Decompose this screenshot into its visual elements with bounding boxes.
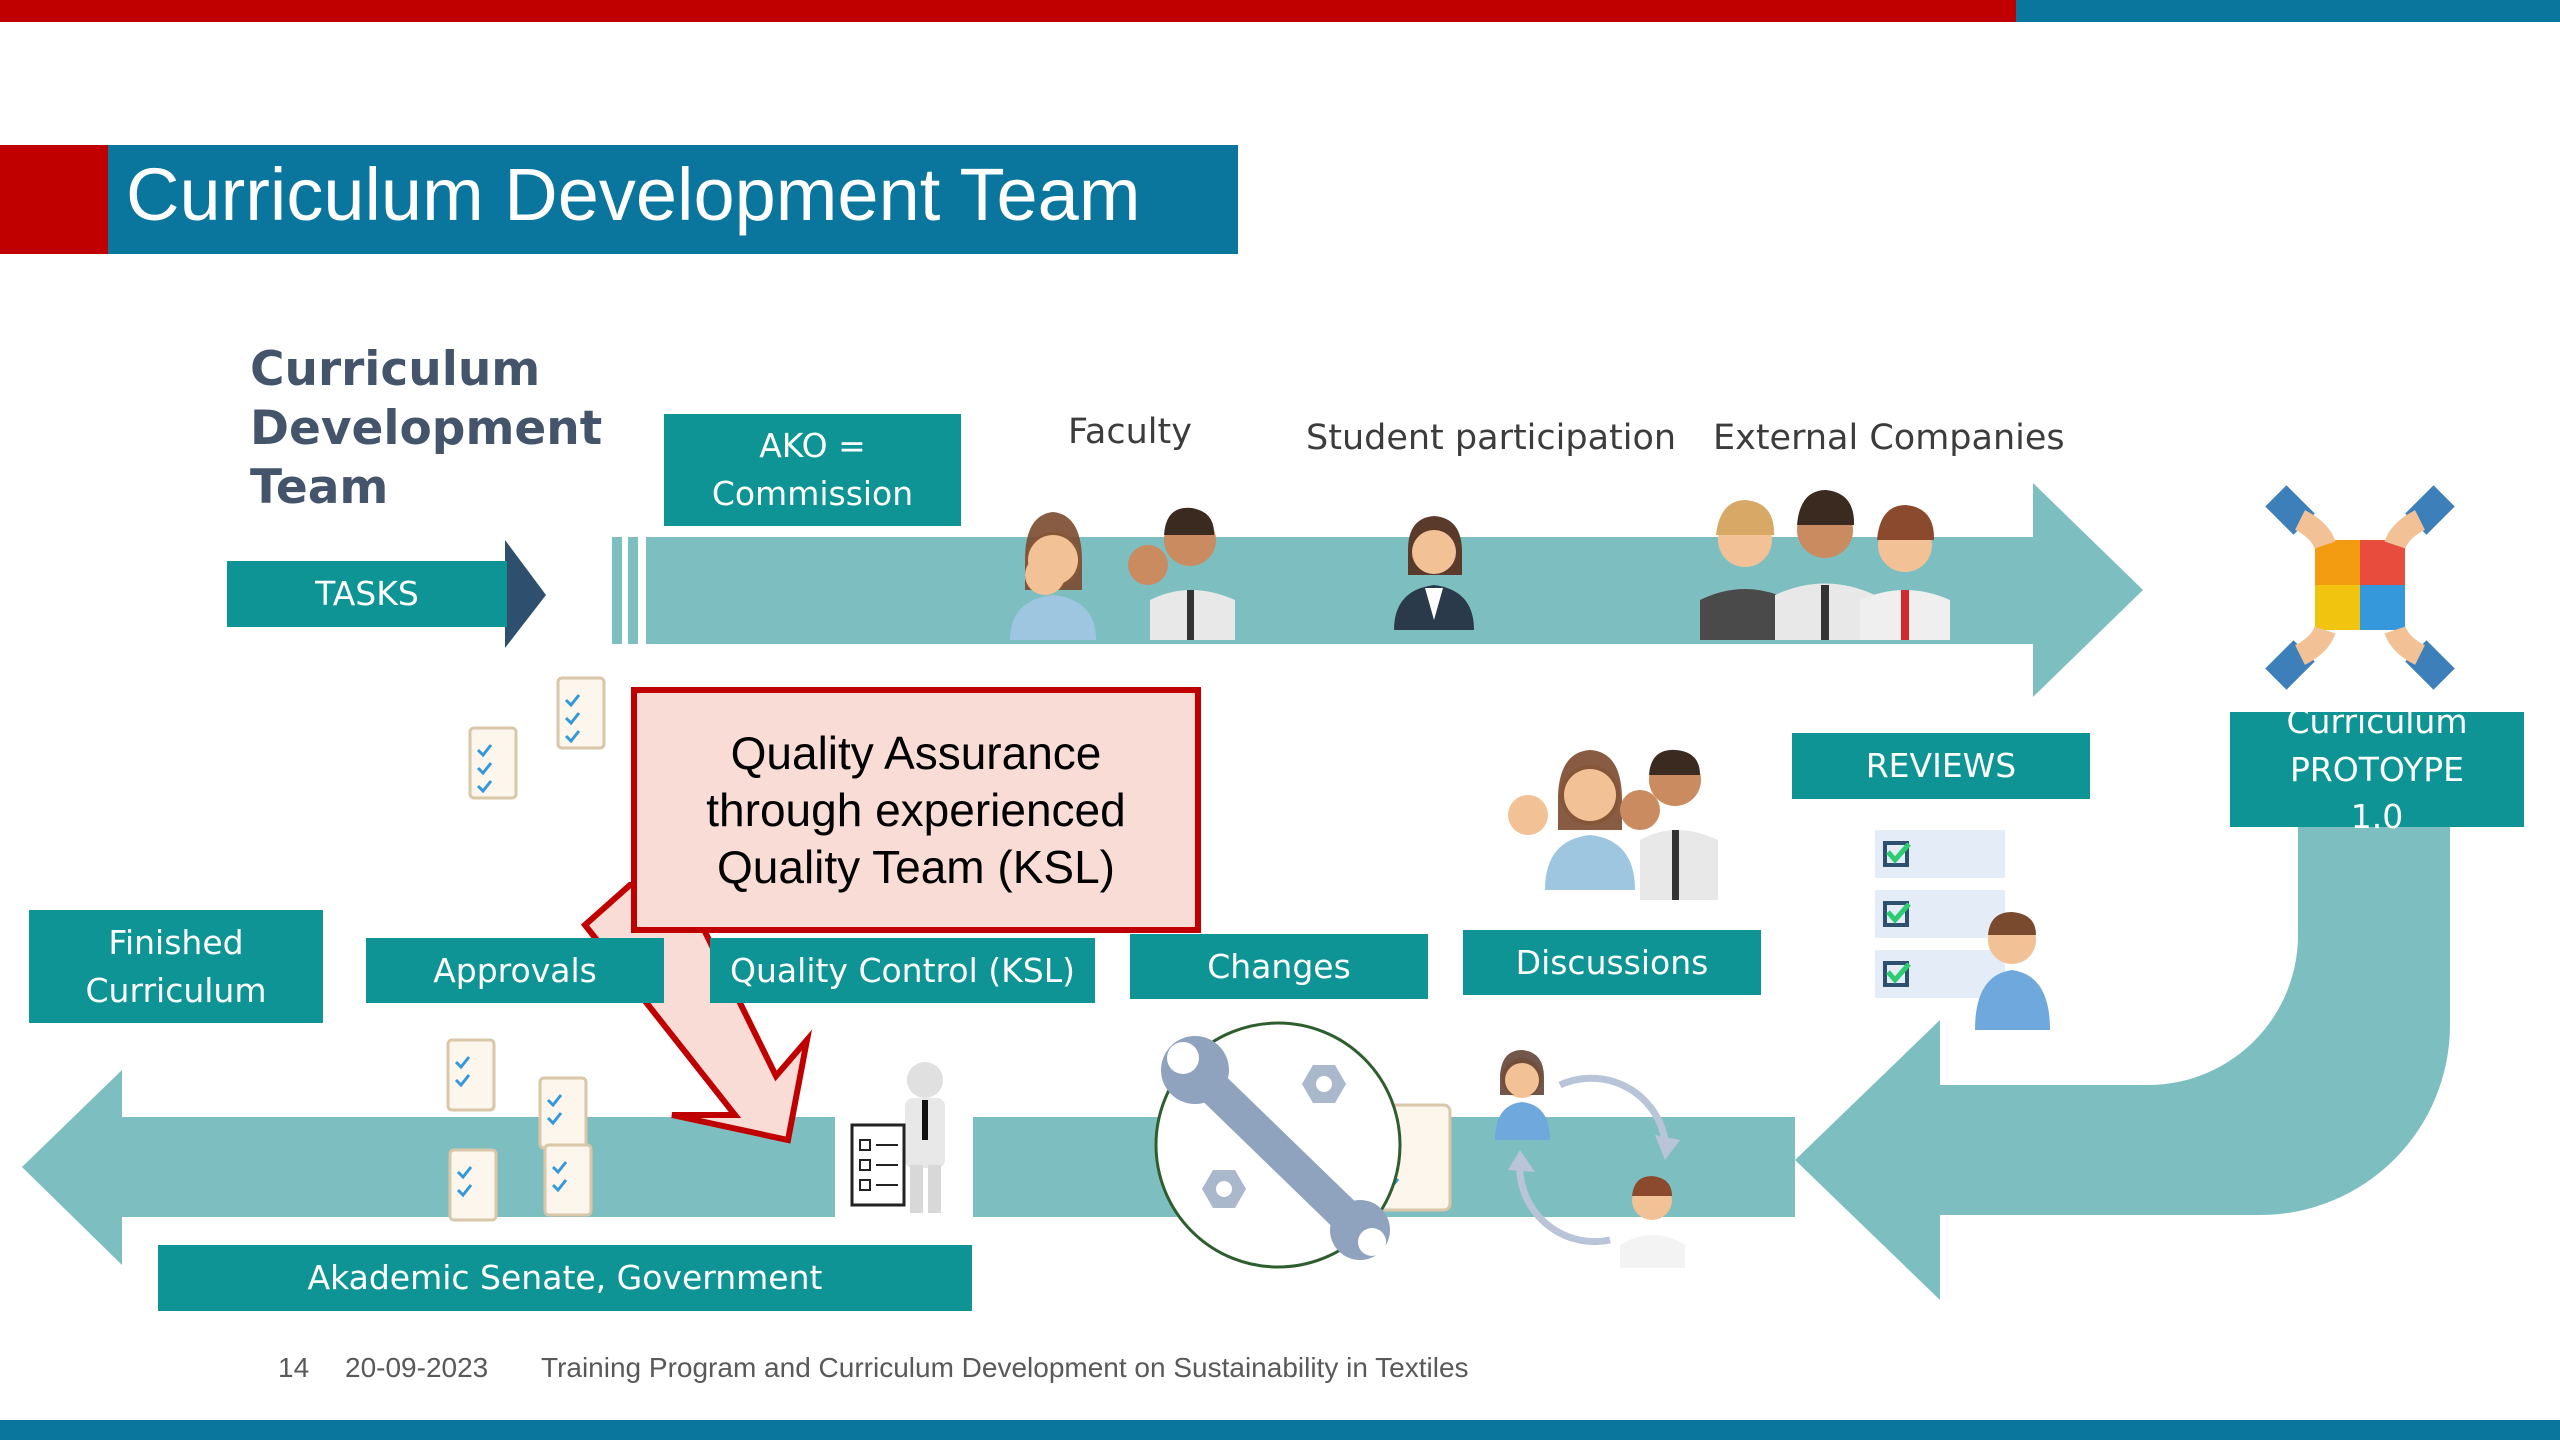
approvals-label: Approvals (433, 950, 597, 990)
callout-text: Quality Assurance through experienced Qu… (706, 726, 1126, 893)
finished-label: Finished Curriculum (85, 922, 267, 1010)
discussions-label: Discussions (1515, 942, 1709, 982)
discussion-cycle-icon (1495, 1050, 1685, 1268)
faculty-label: Faculty (1068, 412, 1192, 452)
top-stripe-blue (2016, 0, 2560, 22)
footer-date: 20-09-2023 (345, 1352, 489, 1383)
changes-box: Changes (1130, 934, 1428, 999)
title-bar (108, 145, 1238, 254)
top-stripe-red (0, 0, 2016, 22)
external-companies-icon (1700, 490, 1950, 640)
tasks-arrow-head (505, 540, 546, 648)
reviews-box: REVIEWS (1792, 733, 2090, 799)
quality-assurance-callout: Quality Assurance through experienced Qu… (634, 690, 1198, 930)
senate-box: Akademic Senate, Government (158, 1245, 972, 1311)
ako-label: AKO = Commission (711, 426, 914, 513)
faculty-people-icon (1010, 507, 1235, 640)
footer-text: Training Program and Curriculum Developm… (541, 1352, 1469, 1383)
external-companies-label: External Companies (1713, 418, 2065, 458)
tasks-label: TASKS (315, 574, 419, 614)
student-icon (1394, 516, 1474, 630)
approvals-box: Approvals (366, 938, 664, 1003)
discussions-box: Discussions (1463, 930, 1761, 995)
reviews-checklist-icon (1875, 830, 2050, 1030)
student-participation-label: Student participation (1306, 418, 1677, 458)
u-bend-arrow (1795, 826, 2450, 1300)
cdt-heading: Curriculum Development Team (250, 342, 603, 515)
title-accent-red (0, 145, 108, 254)
senate-label: Akademic Senate, Government (307, 1258, 823, 1298)
ako-commission-box: AKO = Commission (664, 414, 961, 526)
callout-box (631, 687, 1201, 933)
page-title: Curriculum Development Team (126, 153, 1141, 236)
footer-page-number: 14 (278, 1352, 310, 1383)
prototype-label: Curriculum PROTOYPE 1.0 (2286, 701, 2468, 837)
quality-inspector-icon (850, 1062, 945, 1213)
changes-label: Changes (1207, 946, 1351, 986)
tasks-box: TASKS (227, 561, 507, 627)
puzzle-hands-icon (2265, 485, 2455, 690)
discussions-people-icon (1508, 749, 1718, 900)
reviews-label: REVIEWS (1865, 746, 2017, 786)
bottom-stripe (0, 1420, 2560, 1440)
tools-icon (1154, 1021, 1402, 1269)
quality-control-label: Quality Control (KSL) (730, 950, 1075, 990)
prototype-box: Curriculum PROTOYPE 1.0 (2230, 702, 2524, 836)
quality-control-box: Quality Control (KSL) (710, 938, 1095, 1003)
finished-curriculum-box: Finished Curriculum (29, 910, 323, 1023)
